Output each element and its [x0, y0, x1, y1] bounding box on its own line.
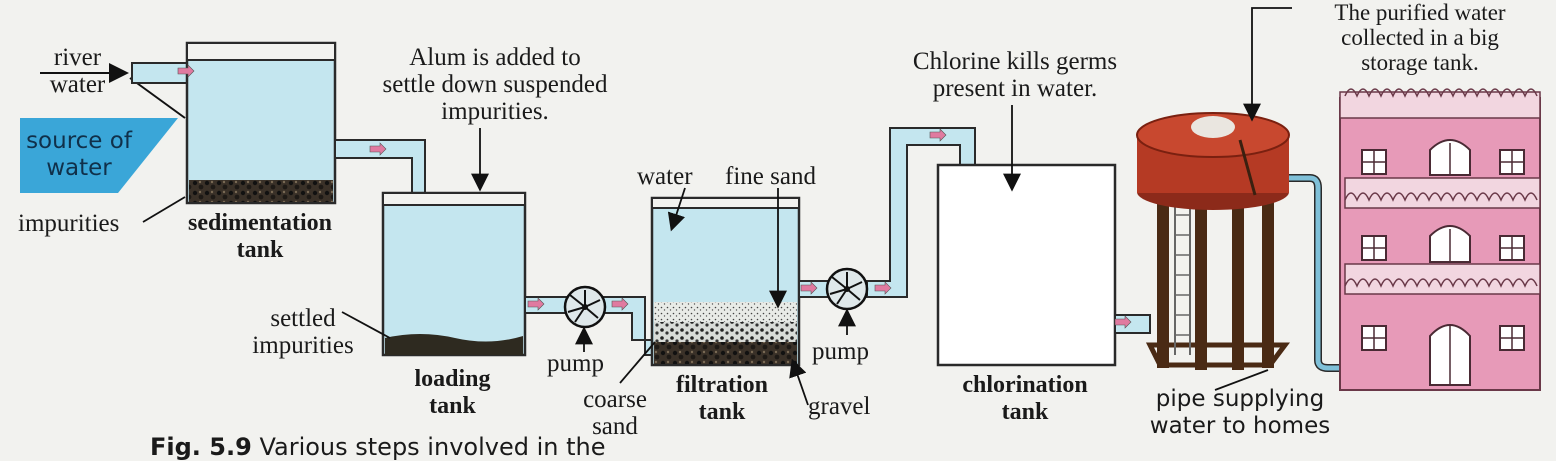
fine-sand-label: fine sand	[725, 163, 816, 190]
sedimentation-tank-label: sedimentation tank	[188, 210, 332, 263]
source-of-water-shape	[20, 118, 178, 193]
settled-impurities-label: settled impurities	[252, 305, 354, 359]
purified-water-label: The purified water collected in a big st…	[1334, 0, 1506, 75]
pump-1-icon	[563, 285, 607, 329]
pump-2-icon	[825, 267, 869, 311]
sedimentation-tank	[185, 41, 337, 205]
figure-number: Fig. 5.9	[150, 433, 252, 461]
pump-2-label: pump	[812, 338, 869, 365]
impurities-label: impurities	[18, 210, 120, 237]
gravel-label: gravel	[808, 393, 871, 420]
loading-tank-label: loading tank	[414, 366, 491, 419]
figure-caption-text: Various steps involved in the	[259, 433, 606, 461]
building	[1339, 88, 1541, 391]
river-water-label: river water	[49, 44, 106, 98]
chlorination-tank-label: chlorination tank	[962, 372, 1088, 425]
water-label: water	[637, 163, 693, 190]
loading-tank	[381, 191, 527, 357]
storage-tank	[1136, 112, 1290, 370]
figure-caption: Fig. 5.9 Various steps involved in the	[150, 433, 605, 461]
coarse-sand-label: coarse sand	[583, 386, 647, 440]
pump-1-label: pump	[547, 350, 604, 377]
source-of-water-label: source of water	[26, 128, 132, 181]
filtration-tank-label: filtration tank	[676, 372, 768, 425]
alum-label: Alum is added to settle down suspended i…	[382, 44, 608, 125]
chlorine-label: Chlorine kills germs present in water.	[912, 48, 1118, 102]
pipe-supplying-label: pipe supplying water to homes	[1149, 386, 1331, 439]
chlorination-tank	[936, 163, 1117, 367]
